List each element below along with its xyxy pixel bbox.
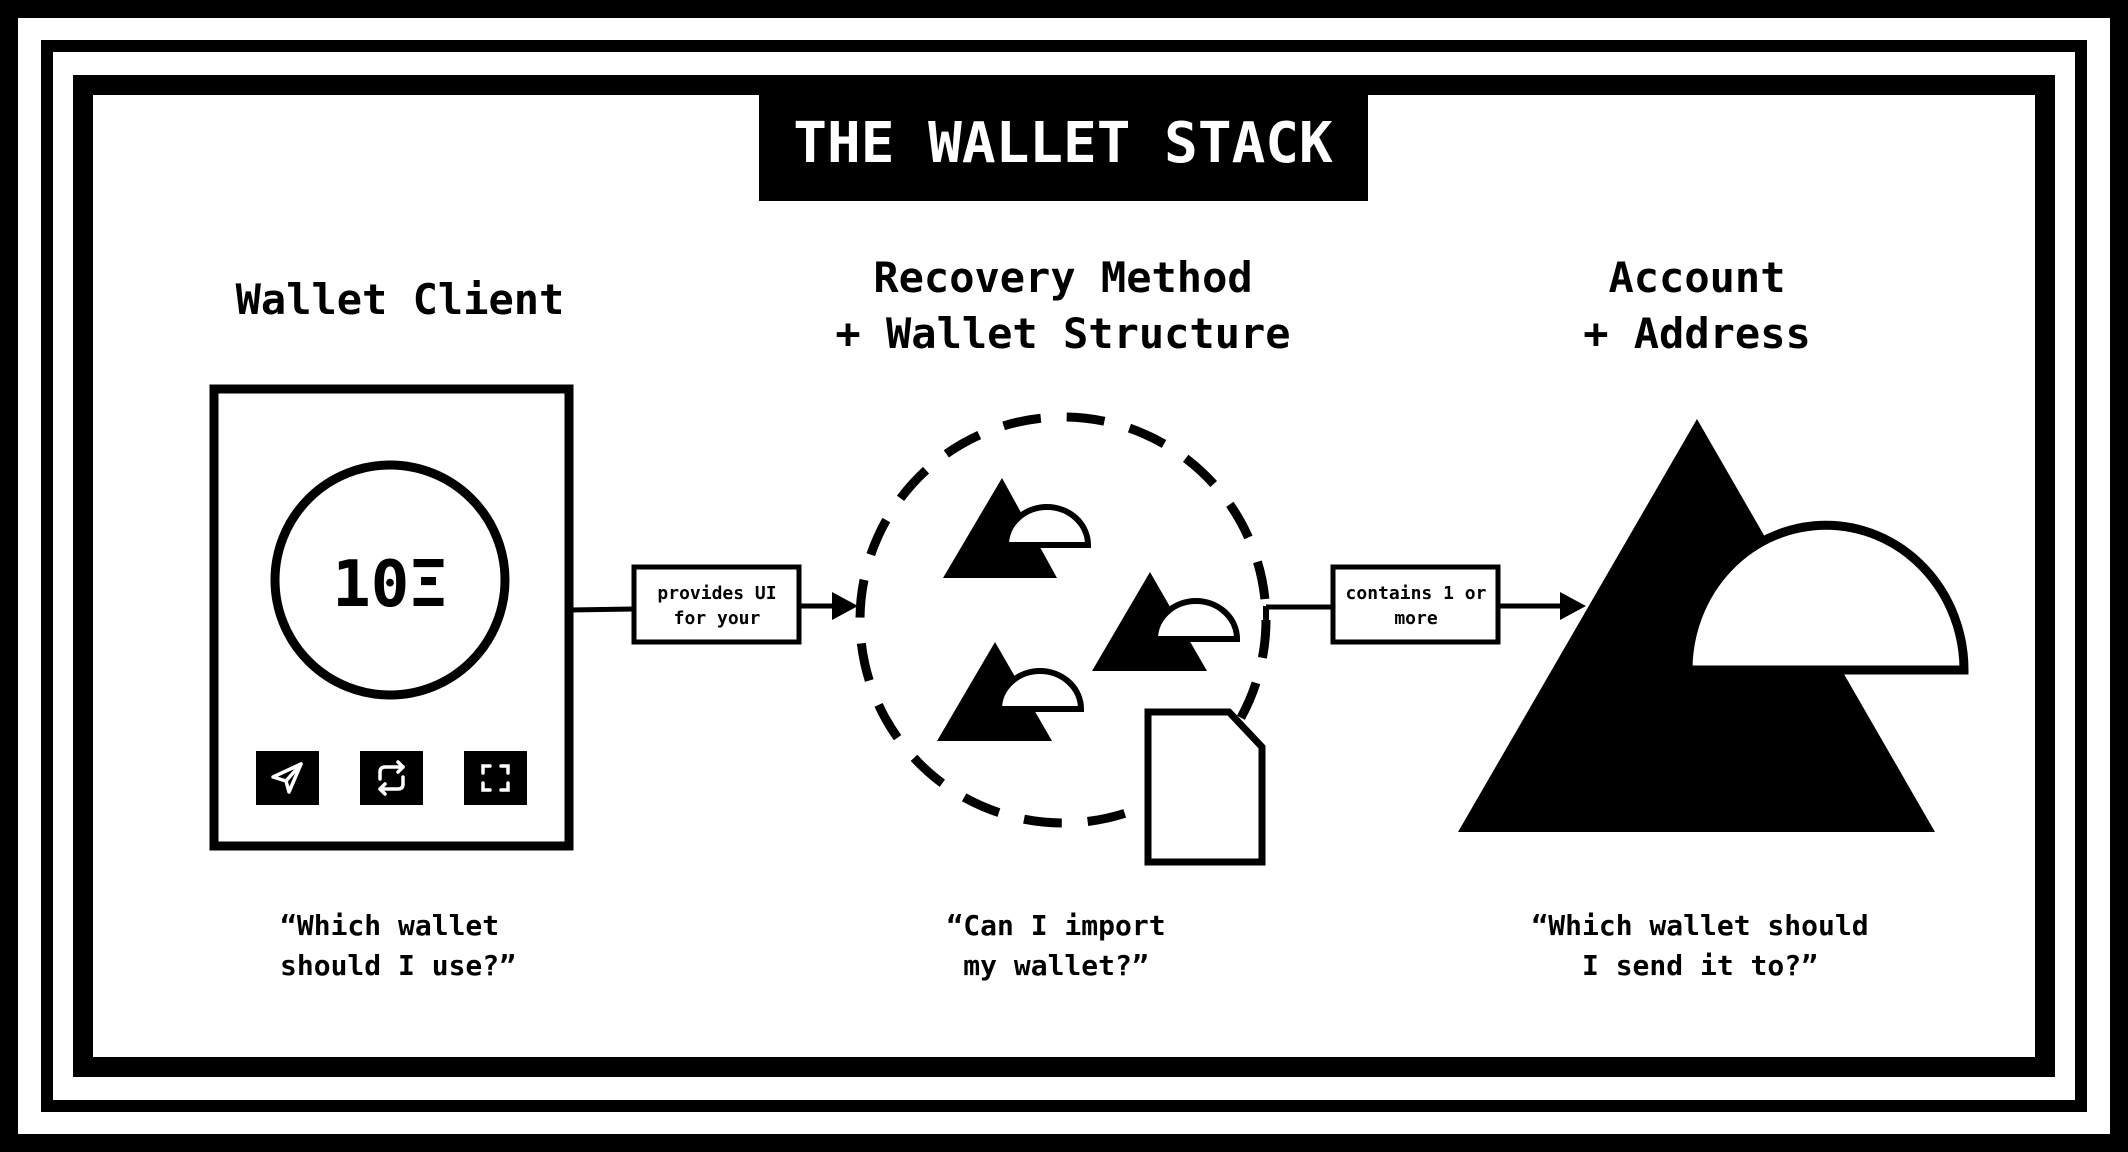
connector-client-to-recovery: provides UI for your [568,564,858,645]
send-button[interactable] [256,751,319,805]
connector-label-right-line2: more [1394,608,1438,629]
connector-label-box-left [631,564,802,645]
heading-account-line2: + Address [1583,309,1811,358]
swap-button-bg [360,751,423,805]
swap-button[interactable] [360,751,423,805]
quote-recovery-line1: “Can I import [946,909,1165,942]
document-icon [1144,708,1266,866]
key-shape-3 [937,642,1085,741]
middle-border [41,40,2087,1112]
arrowhead-left [832,592,858,620]
heading-wallet-client: Wallet Client [236,275,565,324]
connector-label-right-line1: contains 1 or [1346,583,1487,604]
recovery-method-group [855,412,1271,866]
balance-circle [270,460,510,700]
heading-recovery-line1: Recovery Method [873,253,1252,302]
connector-label-left-line1: provides UI [657,583,776,604]
connector-recovery-to-account: contains 1 or more [1263,564,1586,645]
quote-account-line1: “Which wallet should [1531,909,1868,942]
title-banner: THE WALLET STACK [759,95,1368,201]
swap-icon [378,760,405,796]
connector-label-left-line2: for your [674,608,761,629]
quote-client-line2: should I use?” [280,949,516,982]
quote-account-line2: I send it to?” [1582,949,1818,982]
send-icon [271,762,303,794]
connector-label-box-right [1330,564,1501,645]
account-address-shape [1458,419,1969,832]
quote-client-line1: “Which wallet [280,909,499,942]
page-title: THE WALLET STACK [793,111,1333,176]
scan-button[interactable] [464,751,527,805]
inner-border [73,75,2055,1077]
title-background [759,95,1368,201]
balance-value: 10Ξ [332,548,448,622]
wallet-client-device: 10Ξ [209,384,574,851]
scan-button-bg [464,751,527,805]
key-shape-1 [943,478,1092,578]
arrowhead-right [1560,592,1586,620]
heading-recovery-line2: + Wallet Structure [835,309,1290,358]
scan-icon [481,764,510,792]
heading-account-line1: Account [1608,253,1785,302]
address-half-circle [1683,520,1969,675]
quote-recovery-line2: my wallet?” [963,949,1148,982]
key-shape-2 [1092,572,1241,671]
